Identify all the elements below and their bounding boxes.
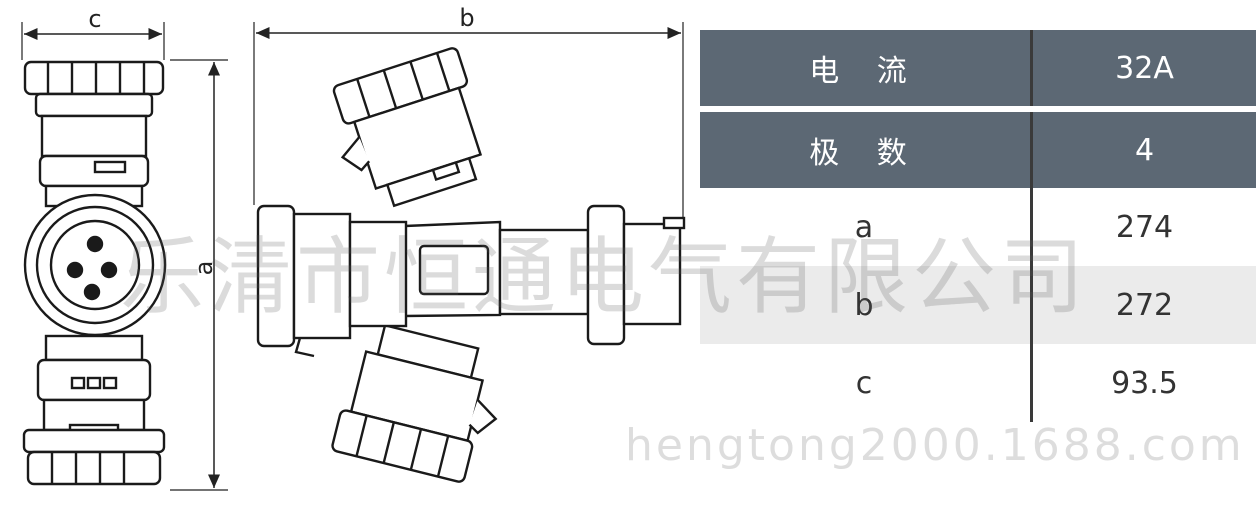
front-view-adaptor	[22, 60, 167, 486]
spec-key: b	[700, 266, 1033, 344]
spec-value: 93.5	[1111, 365, 1178, 401]
spec-key: 电 流	[700, 30, 1033, 109]
spec-table: 电 流 32A 极 数 4 a 274 b 272 c 93.5	[700, 30, 1256, 422]
spec-row-c: c 93.5	[700, 344, 1256, 422]
spec-value: 32A	[1031, 30, 1256, 109]
url-watermark: hengtong2000.1688.com	[625, 420, 1245, 471]
spec-key: a	[700, 188, 1033, 266]
spec-value: 274	[1115, 209, 1174, 245]
spec-row-a: a 274	[700, 188, 1256, 266]
spec-row-b: b 272	[700, 266, 1256, 344]
spec-value: 272	[1031, 266, 1256, 344]
dimension-a: a	[170, 59, 228, 491]
spec-value: 4	[1031, 106, 1256, 188]
dimension-c-label: c	[88, 5, 101, 33]
spec-row-current: 电 流 32A	[700, 30, 1256, 109]
technical-drawing: c b a	[21, 4, 686, 491]
dimension-a-label: a	[190, 261, 218, 276]
spec-key: c	[700, 344, 1033, 422]
dimension-c: c	[21, 5, 165, 60]
spec-key: 极 数	[700, 106, 1033, 188]
spec-row-poles: 极 数 4	[700, 106, 1256, 188]
side-view-adaptor	[256, 47, 686, 483]
dimension-b-label: b	[459, 4, 474, 32]
dimension-b: b	[253, 4, 684, 225]
